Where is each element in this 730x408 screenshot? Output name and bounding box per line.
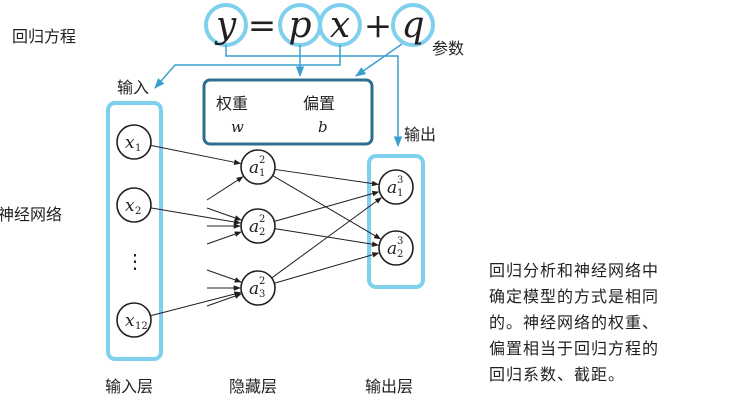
hidden-to-output-edge bbox=[272, 175, 382, 240]
omitted-input-edge bbox=[206, 293, 242, 307]
node-subscript: 12 bbox=[135, 321, 148, 332]
equation-equals: = bbox=[248, 6, 277, 46]
output-layer-label: 输出层 bbox=[365, 377, 413, 396]
equation-y: y bbox=[214, 5, 237, 46]
equation-x: x bbox=[330, 5, 350, 46]
node-subscript: 1 bbox=[397, 188, 403, 199]
hidden-to-output-edge bbox=[274, 252, 380, 284]
node-superscript: 3 bbox=[397, 236, 403, 247]
weight-label: 权重 bbox=[216, 94, 248, 113]
output-layer-frame bbox=[367, 154, 425, 289]
input-connector-arrow bbox=[154, 45, 341, 89]
node-subscript: 1 bbox=[135, 143, 141, 154]
node-variable: x bbox=[125, 311, 135, 331]
hidden-layer-label: 隐藏层 bbox=[229, 377, 277, 396]
network-connections bbox=[150, 144, 383, 317]
node-variable: a bbox=[387, 239, 397, 259]
q-highlight-circle bbox=[391, 3, 435, 47]
node-variable: a bbox=[249, 279, 259, 299]
node-subscript: 2 bbox=[135, 206, 141, 217]
omitted-input-edge bbox=[206, 176, 244, 201]
hidden-to-output-edge bbox=[274, 228, 379, 247]
input-arrow-label: 输入 bbox=[117, 78, 149, 97]
input-layer-label: 输入层 bbox=[105, 377, 153, 396]
neural-network-label: 神经网络 bbox=[0, 205, 62, 224]
input-to-hidden-edge bbox=[150, 207, 241, 225]
bias-label: 偏置 bbox=[303, 94, 335, 113]
node-circle bbox=[378, 169, 414, 205]
node-circle bbox=[240, 149, 276, 185]
input-to-hidden-edge bbox=[150, 144, 242, 165]
explanation-note: 回归分析和神经网络中 确定模型的方式是相同 的。神经网络的权重、 偏置相当于回归… bbox=[489, 258, 721, 388]
node-circle bbox=[240, 270, 276, 306]
output-arrow-label: 输出 bbox=[404, 125, 436, 144]
equation-q: q bbox=[401, 5, 424, 46]
bias-symbol: b bbox=[318, 118, 328, 136]
omitted-input-edge bbox=[206, 207, 242, 221]
node-circle bbox=[240, 208, 276, 244]
hidden-to-output-edge bbox=[274, 168, 379, 187]
node-circle bbox=[116, 302, 152, 338]
note-line: 偏置相当于回归方程的 bbox=[489, 339, 660, 358]
input-layer-frame bbox=[106, 101, 163, 361]
omitted-input-edge bbox=[206, 231, 242, 245]
input-to-hidden-edge bbox=[150, 291, 242, 317]
node-superscript: 3 bbox=[397, 175, 403, 186]
node-subscript: 2 bbox=[259, 227, 265, 238]
note-line: 的。神经网络的权重、 bbox=[489, 313, 660, 332]
parameters-label: 参数 bbox=[432, 39, 464, 58]
q-to-bias-arrow bbox=[355, 43, 403, 77]
node-variable: x bbox=[125, 133, 135, 153]
node-subscript: 3 bbox=[259, 289, 265, 300]
node-subscript: 1 bbox=[259, 168, 265, 179]
node-superscript: 2 bbox=[259, 155, 265, 166]
equation-plus: + bbox=[364, 6, 393, 46]
hidden-to-output-edge bbox=[271, 197, 383, 279]
weight-symbol: w bbox=[231, 118, 244, 136]
equation-p: p bbox=[288, 5, 311, 46]
note-line: 回归分析和神经网络中 bbox=[489, 261, 660, 280]
node-variable: a bbox=[249, 158, 259, 178]
input-ellipsis: ⋮ bbox=[125, 249, 145, 273]
node-superscript: 2 bbox=[259, 276, 265, 287]
output-connector-arrow bbox=[225, 45, 403, 148]
node-variable: a bbox=[387, 178, 397, 198]
hidden-to-output-edge bbox=[274, 190, 380, 222]
parameters-box bbox=[202, 78, 374, 146]
node-superscript: 2 bbox=[259, 214, 265, 225]
note-line: 确定模型的方式是相同 bbox=[489, 287, 660, 306]
node-circle bbox=[116, 124, 152, 160]
node-circle bbox=[116, 187, 152, 223]
regression-equation-label: 回归方程 bbox=[12, 27, 76, 46]
node-variable: a bbox=[249, 217, 259, 237]
node-variable: x bbox=[125, 196, 135, 216]
omitted-input-edge bbox=[206, 269, 242, 283]
node-subscript: 2 bbox=[397, 249, 403, 260]
node-circle bbox=[378, 230, 414, 266]
note-line: 回归系数、截距。 bbox=[489, 365, 626, 384]
regression-equation: y = p x + q bbox=[204, 3, 435, 47]
